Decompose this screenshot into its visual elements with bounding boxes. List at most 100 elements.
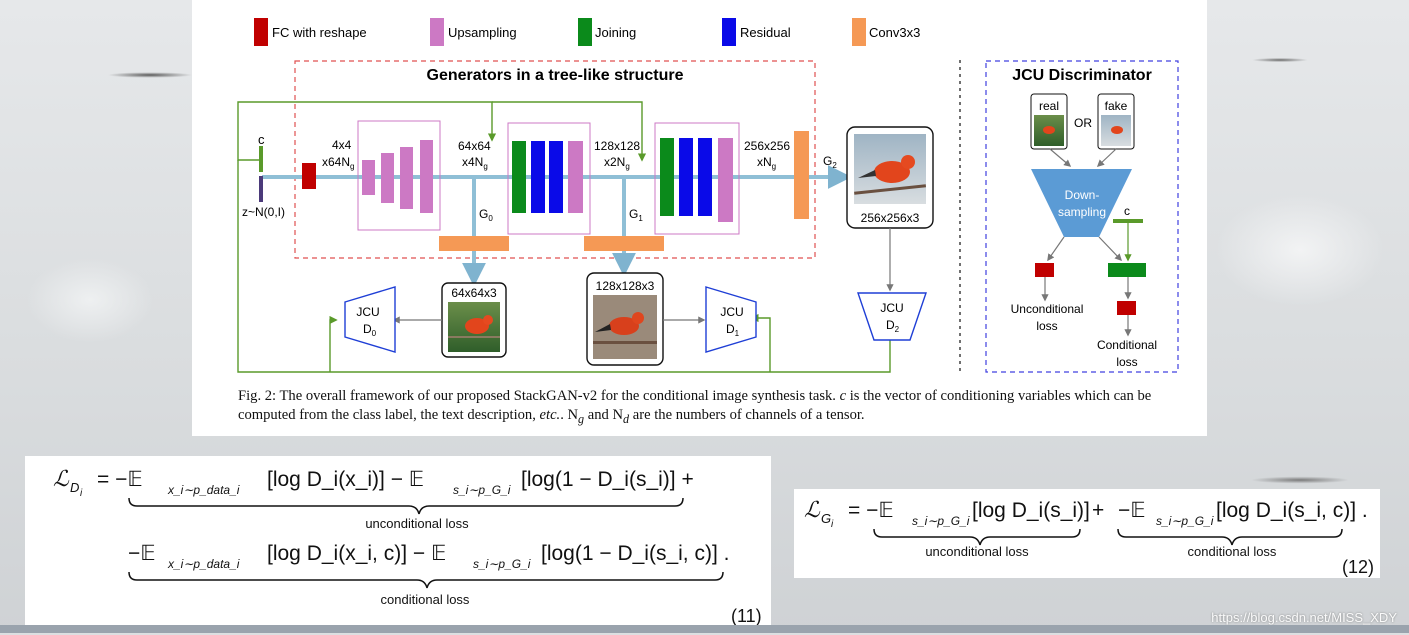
eq12-brace-label-1: unconditional loss [925, 544, 1029, 559]
conv3x3-block-g0 [439, 236, 509, 251]
legend-label-joining: Joining [595, 25, 636, 40]
size-ng: xNg [757, 155, 776, 171]
arrow-to-cond [1098, 236, 1122, 262]
g0-label: G0 [479, 207, 493, 223]
equation-11-panel: ℒ D i = −𝔼 x_i∼p_data_i [log D_i(x_i)] −… [25, 456, 771, 630]
join-residual-group-2 [654, 122, 740, 235]
eq11-lhs-sub: D [70, 480, 79, 495]
legend-swatch-fc [254, 18, 268, 46]
generators-title: Generators in a tree-like structure [427, 67, 684, 84]
discriminator-d0 [344, 286, 396, 353]
c-vector [259, 146, 263, 172]
watermark: https://blog.csdn.net/MISS_XDY [1211, 610, 1397, 625]
real-label: real [1039, 99, 1059, 113]
framework-diagram: FC with reshape Upsampling Joining Resid… [237, 18, 1179, 373]
eq11-brace-1 [128, 497, 684, 515]
eq11-row2-start: −𝔼 [128, 542, 156, 565]
d1-jcu-label: JCU [720, 305, 743, 319]
size-64x64: 64x64 [458, 139, 491, 153]
g2-label: G2 [823, 154, 837, 170]
z-vector [259, 176, 263, 202]
or-label: OR [1074, 116, 1092, 130]
legend-swatch-conv [852, 18, 866, 46]
eq12-brace-2 [1117, 528, 1343, 546]
equation-12: ℒ G i = −𝔼 s_i∼p_G_i [log D_i(s_i)] + −𝔼… [804, 497, 1374, 577]
label-256x256x3: 256x256x3 [861, 211, 920, 225]
residual-blocks-2 [679, 138, 712, 216]
legend: FC with reshape Upsampling Joining Resid… [254, 18, 920, 46]
upsampling-group-1 [357, 120, 441, 231]
downsampling-label-1: Down- [1065, 188, 1100, 202]
d2-jcu-label: JCU [880, 301, 903, 315]
legend-label-upsampling: Upsampling [448, 25, 517, 40]
c-label: c [258, 132, 265, 147]
eq12-lhs-subsub: i [831, 519, 834, 530]
d1-label: D1 [726, 322, 740, 338]
legend-swatch-upsampling [430, 18, 444, 46]
label-128x128x3: 128x128x3 [596, 279, 655, 293]
unconditional-loss-label-2: loss [1036, 319, 1057, 333]
bird-image-256 [854, 134, 927, 204]
eq11-row2-a: [log D_i(x_i, c)] − 𝔼 [267, 542, 446, 565]
unconditional-loss-label-1: Unconditional [1011, 302, 1084, 316]
eq11-row1-sub2: s_i∼p_G_i [453, 483, 511, 497]
jcu-discriminator-title: JCU Discriminator [1012, 67, 1152, 84]
figure-panel: FC with reshape Upsampling Joining Resid… [192, 0, 1207, 436]
eq11-brace-label-1: unconditional loss [365, 516, 469, 531]
d0-label: D0 [363, 322, 377, 338]
size-128x128: 128x128 [594, 139, 640, 153]
eq12-part2: −𝔼 [1118, 499, 1146, 522]
downsampling-label-2: sampling [1058, 205, 1106, 219]
eq12-part1b: [log D_i(s_i)] [972, 499, 1090, 522]
g1-label: G1 [629, 207, 643, 223]
arrow-real-down [1049, 148, 1072, 167]
eq12-part2b: [log D_i(s_i, c)] . [1216, 499, 1368, 522]
joining-block-1 [512, 141, 526, 213]
eq11-row2-sub: x_i∼p_data_i [167, 557, 240, 571]
joining-block-2 [660, 138, 674, 216]
arrow-fake-down [1096, 148, 1117, 167]
c-vector-discriminator [1113, 219, 1143, 223]
size-4x4: 4x4 [332, 138, 352, 152]
eq11-brace-2 [128, 571, 724, 589]
eq11-row1-a: [log D_i(x_i)] − 𝔼 [267, 468, 424, 491]
condition-lines [237, 101, 895, 373]
upsampling-layer-3 [718, 138, 733, 222]
c-label-discriminator: c [1124, 204, 1130, 218]
d2-label: D2 [886, 318, 900, 334]
size-64ng: x64Ng [322, 155, 354, 171]
eq12-sub-1: s_i∼p_G_i [912, 514, 970, 528]
d0-jcu-label: JCU [356, 305, 379, 319]
eq11-lhs-subsub: i [80, 488, 83, 499]
eq12-brace-1 [873, 528, 1081, 546]
eq12-part1: = −𝔼 [848, 499, 894, 522]
conv3x3-block-g2 [794, 131, 809, 219]
bird-image-64 [448, 302, 500, 352]
cond-joining-block [1108, 263, 1146, 277]
eq11-row2-sub2: s_i∼p_G_i [473, 557, 531, 571]
generators-box [294, 60, 816, 259]
eq11-row1-sub: x_i∼p_data_i [167, 483, 240, 497]
legend-swatch-residual [722, 18, 736, 46]
eq12-lhs-sub: G [821, 511, 831, 526]
eq11-row2-b: [log(1 − D_i(s_i, c)] . [541, 542, 729, 565]
equation-11: ℒ D i = −𝔼 x_i∼p_data_i [log D_i(x_i)] −… [53, 466, 762, 626]
eq12-number: (12) [1342, 557, 1374, 577]
label-64x64x3: 64x64x3 [451, 286, 497, 300]
size-256x256: 256x256 [744, 139, 790, 153]
eq12-lhs: ℒ [804, 497, 821, 522]
eq12-sub-2: s_i∼p_G_i [1156, 514, 1214, 528]
legend-label-conv: Conv3x3 [869, 25, 920, 40]
eq11-lhs: ℒ [53, 466, 70, 491]
legend-swatch-joining [578, 18, 592, 46]
bottom-bar [0, 625, 1409, 633]
fake-label: fake [1105, 99, 1128, 113]
legend-label-residual: Residual [740, 25, 791, 40]
discriminator-d1 [705, 286, 757, 353]
size-2ng: x2Ng [604, 155, 630, 171]
residual-blocks-1 [531, 141, 563, 213]
conv3x3-block-g1 [584, 236, 664, 251]
join-residual-group-1 [507, 122, 591, 235]
eq11-row1-start: = −𝔼 [97, 468, 143, 491]
eq12-brace-label-2: conditional loss [1188, 544, 1277, 559]
